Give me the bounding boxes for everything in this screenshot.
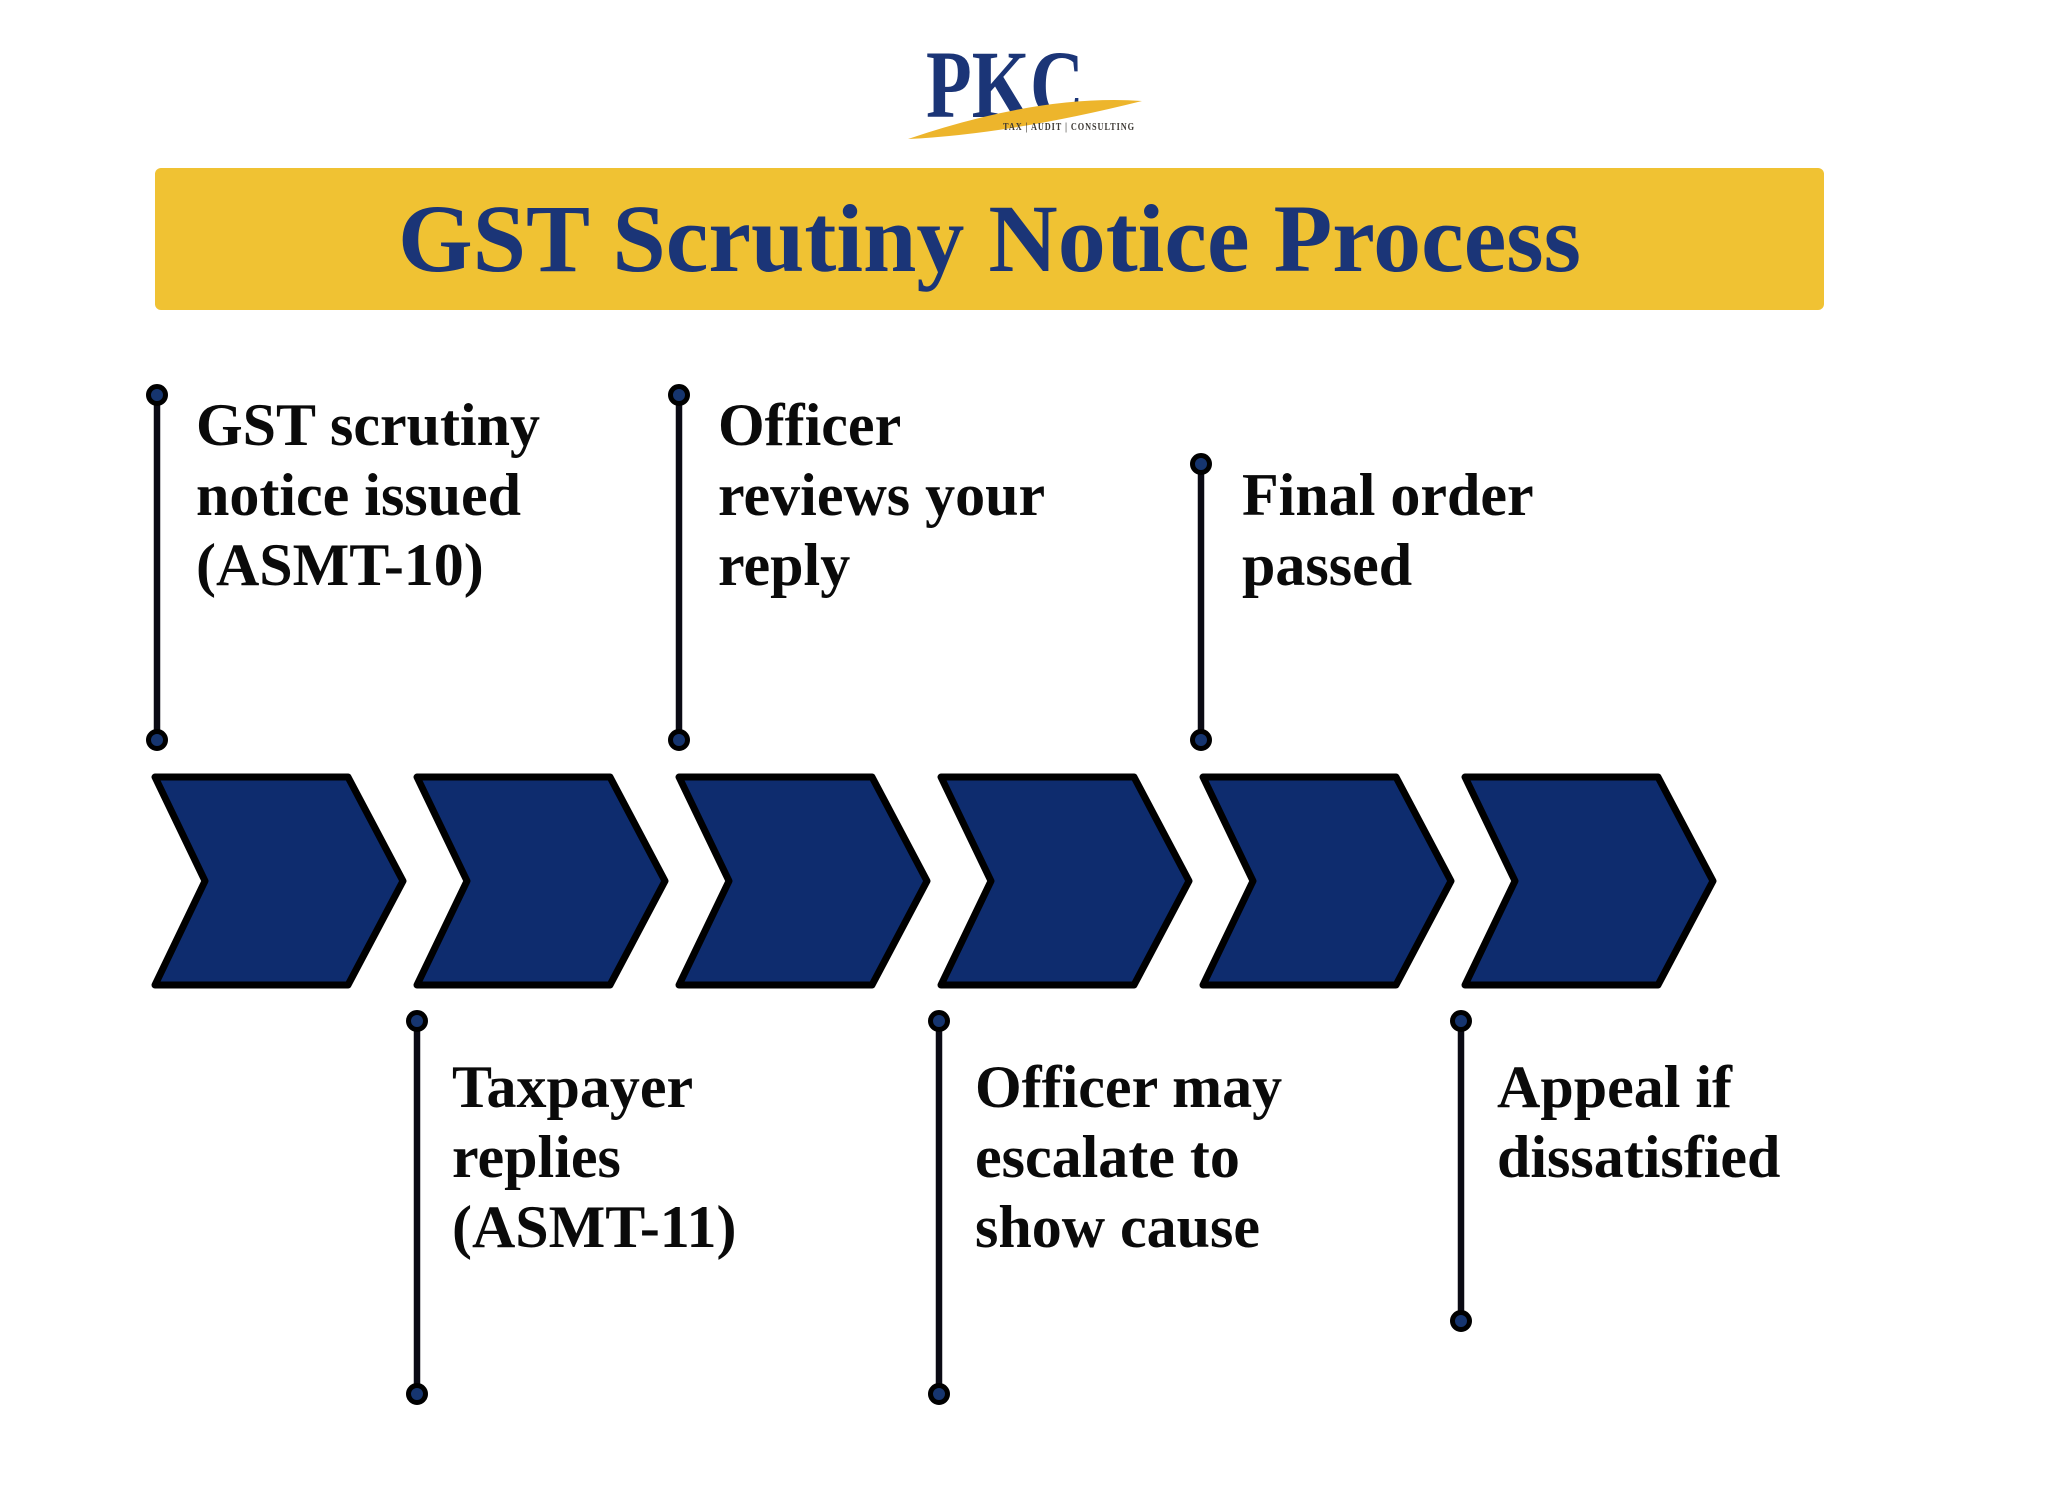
connector-step-4 (928, 1010, 950, 1405)
connector-dot (668, 729, 690, 751)
chevron-arrow-1 (151, 773, 407, 989)
connector-dot (1450, 1010, 1472, 1032)
title-banner: GST Scrutiny Notice Process (155, 168, 1824, 310)
step-label-3: Officer reviews your reply (718, 392, 1046, 598)
connector-dot (146, 729, 168, 751)
page-title: GST Scrutiny Notice Process (397, 185, 1582, 292)
connector-dot (928, 1010, 950, 1032)
connector-step-2 (406, 1010, 428, 1405)
step-label-4: Officer may escalate to show cause (975, 1054, 1283, 1260)
connector-dot (406, 1383, 428, 1405)
step-label-6: Appeal if dissatisfied (1497, 1054, 1781, 1190)
connector-dot (406, 1010, 428, 1032)
step-label-5: Final order passed (1242, 462, 1534, 598)
connector-dot (928, 1383, 950, 1405)
connector-step-6 (1450, 1010, 1472, 1332)
step-label-1: GST scrutiny notice issued (ASMT-10) (196, 392, 540, 598)
chevron-arrow-3 (675, 773, 931, 989)
connector-step-5 (1190, 453, 1212, 751)
chevron-arrow-2 (413, 773, 669, 989)
step-label-2: Taxpayer replies (ASMT-11) (452, 1054, 737, 1260)
connector-step-1 (146, 384, 168, 751)
connector-dot (1190, 729, 1212, 751)
chevron-arrow-5 (1199, 773, 1455, 989)
connector-dot (668, 384, 690, 406)
pkc-logo-tagline: TAX | AUDIT | CONSULTING (1003, 122, 1135, 133)
connector-dot (1190, 453, 1212, 475)
chevron-arrow-4 (937, 773, 1193, 989)
connector-step-3 (668, 384, 690, 751)
connector-dot (1450, 1310, 1472, 1332)
pkc-logo-swoosh-icon (908, 100, 1142, 139)
pkc-logo: PKC TAX | AUDIT | CONSULTING (908, 31, 1142, 139)
chevron-arrow-row (151, 773, 1717, 989)
connector-dot (146, 384, 168, 406)
chevron-arrow-6 (1461, 773, 1717, 989)
